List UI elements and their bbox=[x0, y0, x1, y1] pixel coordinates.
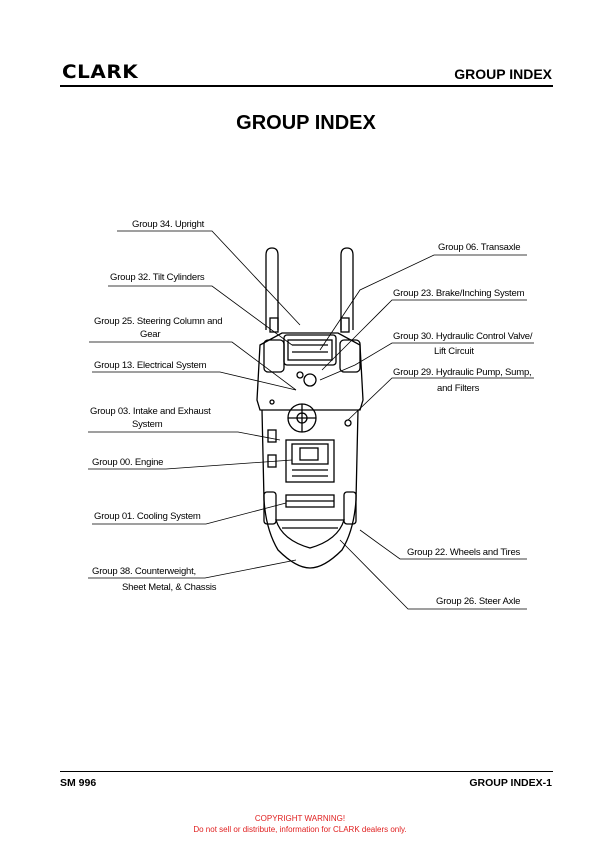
label-group-03-line2: System bbox=[132, 419, 163, 430]
label-group-25-line2: Gear bbox=[140, 329, 160, 340]
header-title: GROUP INDEX bbox=[454, 66, 552, 82]
label-group-25-line1: Group 25. Steering Column and bbox=[94, 316, 222, 327]
label-group-32: Group 32. Tilt Cylinders bbox=[110, 272, 205, 283]
footer-page-number: GROUP INDEX-1 bbox=[469, 777, 552, 789]
label-group-03-line1: Group 03. Intake and Exhaust bbox=[90, 406, 211, 417]
label-group-00: Group 00. Engine bbox=[92, 457, 163, 468]
callout-lines bbox=[88, 230, 534, 610]
label-group-29-line1: Group 29. Hydraulic Pump, Sump, bbox=[393, 367, 531, 378]
label-group-38-line1: Group 38. Counterweight, bbox=[92, 566, 196, 577]
label-group-23: Group 23. Brake/Inching System bbox=[393, 288, 525, 299]
label-group-13: Group 13. Electrical System bbox=[94, 360, 207, 371]
copyright-warning: COPYRIGHT WARNING! Do not sell or distri… bbox=[0, 813, 600, 835]
copyright-line-2: Do not sell or distribute, information f… bbox=[193, 825, 407, 834]
label-group-30-line2: Lift Circuit bbox=[434, 346, 474, 357]
copyright-line-1: COPYRIGHT WARNING! bbox=[254, 814, 346, 823]
label-group-30-line1: Group 30. Hydraulic Control Valve/ bbox=[393, 331, 533, 342]
label-group-26: Group 26. Steer Axle bbox=[436, 596, 520, 607]
page-title: GROUP INDEX bbox=[236, 112, 376, 134]
label-group-22: Group 22. Wheels and Tires bbox=[407, 547, 521, 558]
footer-manual-number: SM 996 bbox=[60, 777, 97, 789]
forklift-drawing bbox=[256, 247, 364, 569]
label-group-34: Group 34. Upright bbox=[132, 219, 205, 230]
clark-logo: CLARK bbox=[62, 61, 139, 83]
label-group-38-line2: Sheet Metal, & Chassis bbox=[122, 582, 217, 593]
label-group-29-line2: and Filters bbox=[437, 383, 480, 394]
callout-labels: Group 34. Upright Group 32. Tilt Cylinde… bbox=[90, 219, 533, 607]
label-group-01: Group 01. Cooling System bbox=[94, 511, 201, 522]
label-group-06: Group 06. Transaxle bbox=[438, 242, 520, 253]
footer-rule bbox=[60, 771, 553, 772]
header-rule bbox=[60, 85, 553, 87]
